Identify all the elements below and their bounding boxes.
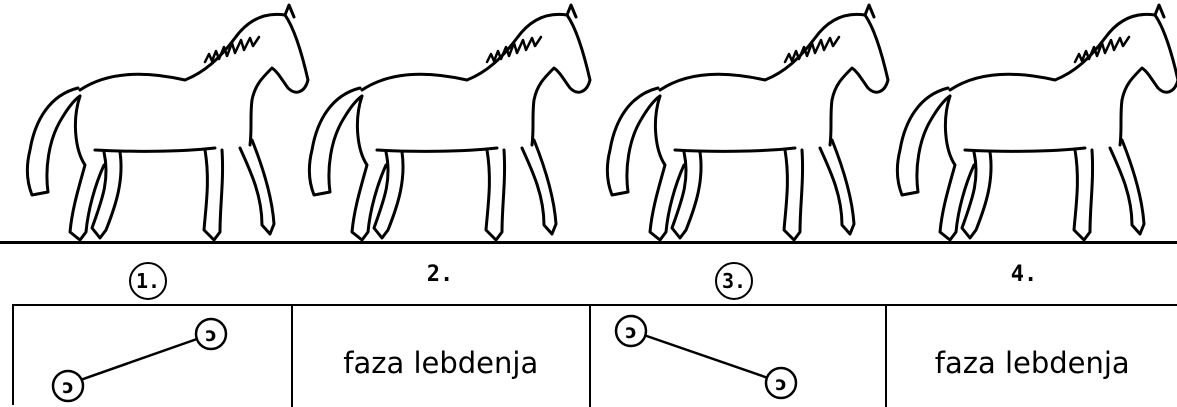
phase-number-1-label: 1. <box>129 262 167 300</box>
phase-cell-3: ↄ ↄ <box>591 306 888 407</box>
phase-number-4: 4. <box>984 262 1064 287</box>
phase-cell-2-text: faza lebdenja <box>343 346 539 380</box>
horse-phase-4 <box>895 3 1177 242</box>
hoof-circle-icon <box>51 369 85 403</box>
horse-phase-2 <box>307 3 592 242</box>
hoof-diagram-3: ↄ ↄ <box>614 314 798 400</box>
horse-illustrations <box>25 3 1177 242</box>
phase-number-1: 1. <box>108 262 188 300</box>
phase-number-3-label: 3. <box>715 262 753 300</box>
phase-cell-4: faza lebdenja <box>887 306 1177 407</box>
phase-number-2-label: 2. <box>426 262 454 287</box>
hoof-circle-icon <box>194 317 228 351</box>
phase-number-3: 3. <box>694 262 774 300</box>
phase-table: ↄ ↄ faza lebdenja ↄ ↄ faza lebdenja <box>12 304 1177 407</box>
hoof-diagram-1: ↄ ↄ <box>51 317 228 403</box>
phase-cell-1: ↄ ↄ <box>14 306 293 407</box>
horse-phase-3 <box>605 3 890 242</box>
horse-phase-1 <box>25 3 310 242</box>
hoof-symbol: ↄ <box>62 376 73 398</box>
phase-cell-2: faza lebdenja <box>293 306 591 407</box>
hoof-symbol: ↄ <box>775 373 786 395</box>
phase-cell-4-text: faza lebdenja <box>934 346 1130 380</box>
hoof-circle-icon <box>614 314 648 348</box>
phase-number-2: 2. <box>400 262 480 287</box>
hoof-symbol: ↄ <box>205 324 216 346</box>
ground-line <box>0 241 1177 244</box>
phase-number-4-label: 4. <box>1010 262 1038 287</box>
hoof-symbol: ↄ <box>625 321 636 343</box>
hoof-circle-icon <box>764 366 798 400</box>
